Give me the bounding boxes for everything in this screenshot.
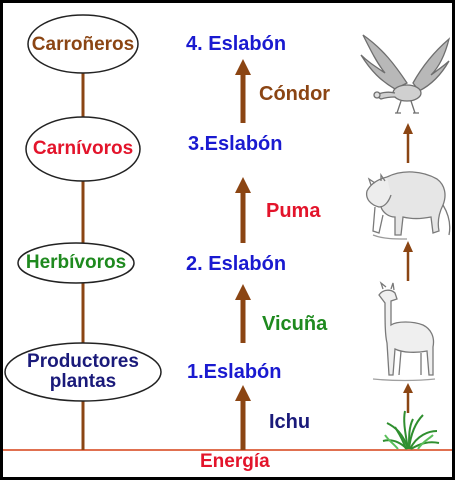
arrow-3-to-4 <box>235 59 251 123</box>
arrow-vicuna-to-puma <box>403 241 413 281</box>
energy-label: Energía <box>200 451 270 472</box>
ichu-grass-icon <box>382 410 440 450</box>
group-label-carnivoros: Carnívoros <box>32 138 134 160</box>
organism-label-vicuna: Vicuña <box>262 313 328 335</box>
group-label-productores: Productores plantas <box>27 351 139 392</box>
condor-icon <box>360 34 451 114</box>
link-label-2: 2. Eslabón <box>186 253 287 275</box>
link-label-1: 1.Eslabón <box>187 361 282 383</box>
oval-carroneros <box>27 14 139 74</box>
arrow-ichu-to-vicuna <box>403 383 413 413</box>
arrow-puma-to-condor <box>403 123 413 163</box>
group-label-carroneros: Carroñeros <box>31 34 135 56</box>
link-label-3: 3.Eslabón <box>188 133 283 155</box>
diagram-canvas <box>3 14 452 451</box>
vicuna-icon <box>372 281 436 382</box>
arrow-2-to-3 <box>235 177 251 243</box>
food-chain-diagram: Carroñeros Carnívoros Herbívoros Product… <box>3 3 452 477</box>
organism-label-ichu: Ichu <box>269 411 311 433</box>
organism-label-condor: Cóndor <box>259 83 331 105</box>
link-label-4: 4. Eslabón <box>186 33 287 55</box>
puma-icon <box>365 171 451 240</box>
organism-label-puma: Puma <box>266 200 321 222</box>
arrow-1-to-2 <box>235 284 251 343</box>
arrow-energy-to-1 <box>235 385 251 450</box>
oval-carnivoros <box>25 116 141 182</box>
group-label-herbivoros: Herbívoros <box>25 252 127 274</box>
oval-productores <box>4 342 162 402</box>
oval-herbivoros <box>17 242 135 284</box>
